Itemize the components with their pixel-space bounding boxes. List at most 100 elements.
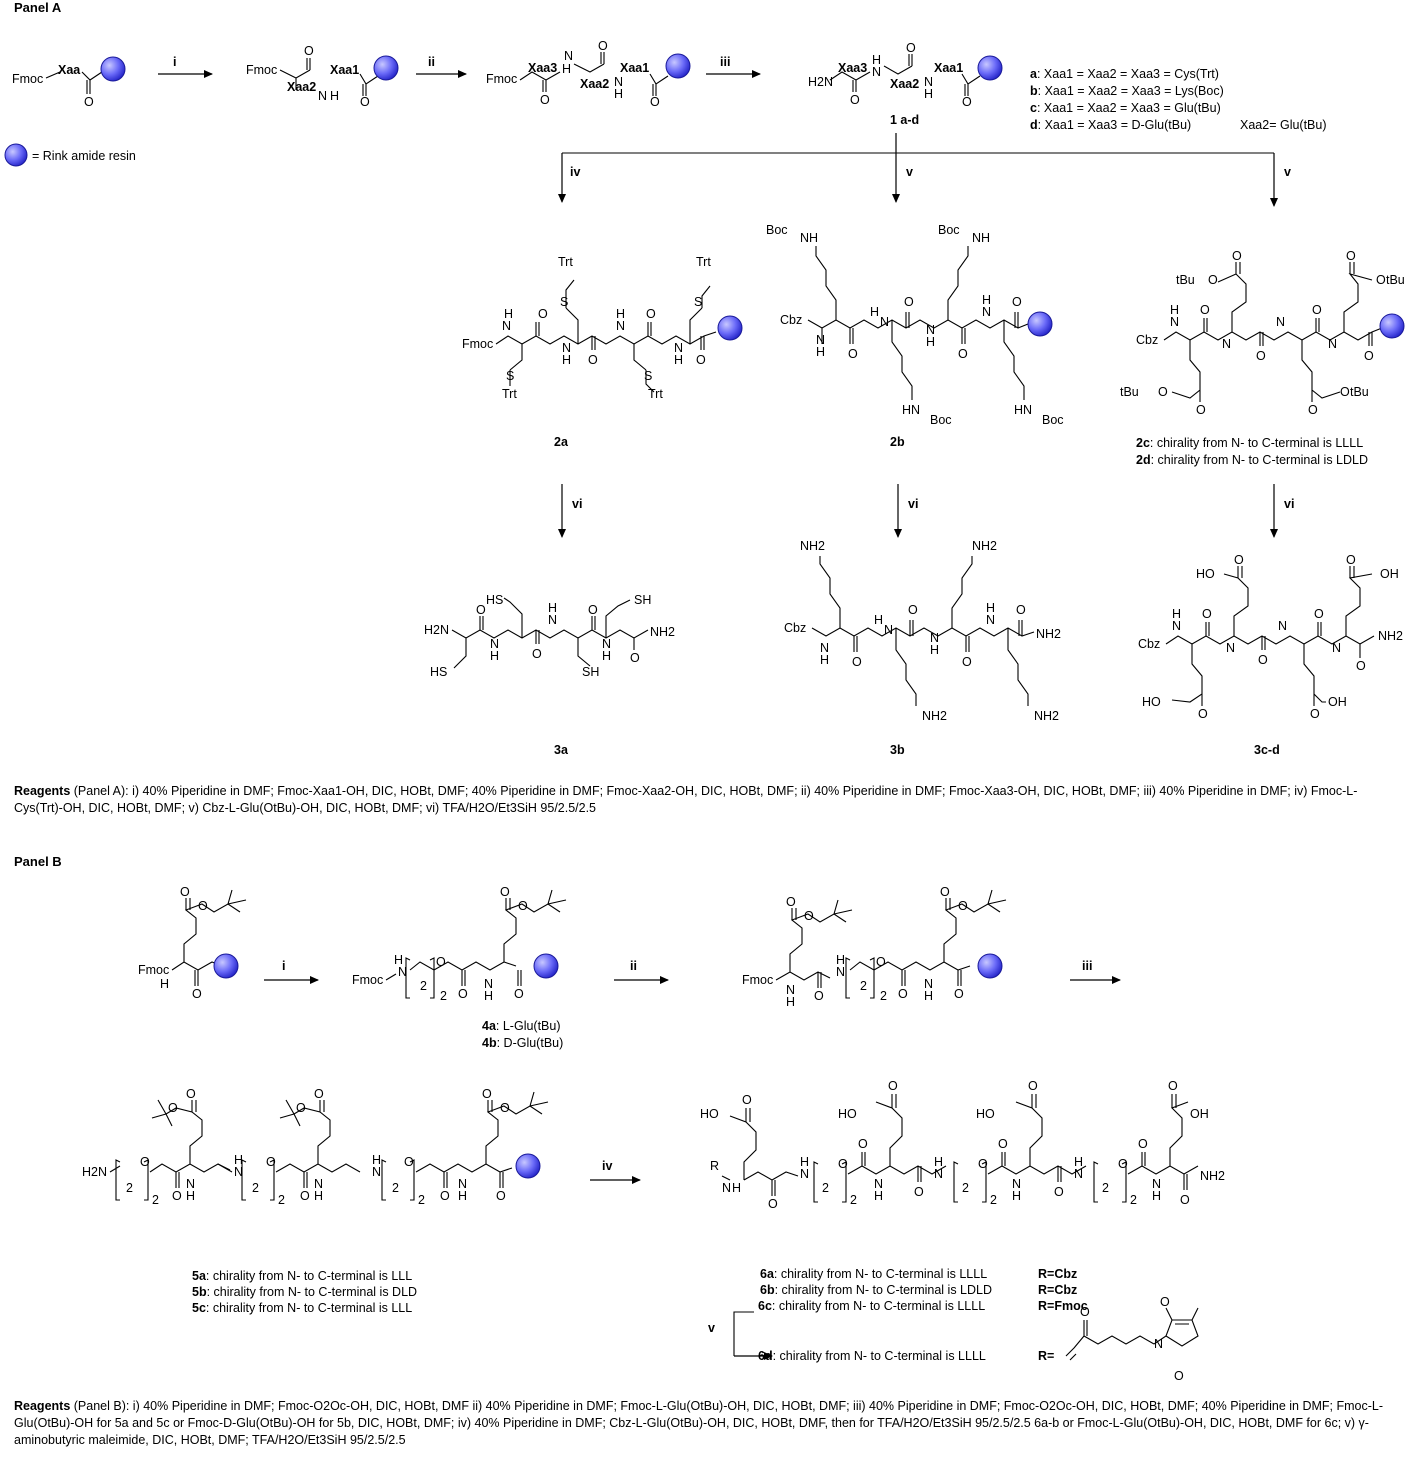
svg-text:O: O bbox=[786, 895, 796, 909]
resin-legend: = Rink amide resin bbox=[32, 149, 136, 163]
svg-text:O: O bbox=[1054, 1185, 1064, 1199]
svg-text:O: O bbox=[1312, 303, 1322, 317]
svg-text:N: N bbox=[982, 305, 991, 319]
svg-text:R=: R= bbox=[1038, 1349, 1054, 1363]
svg-text:N: N bbox=[674, 341, 683, 355]
svg-text:N: N bbox=[1226, 641, 1235, 655]
svg-text:2c: chirality from N- to C-ter: 2c: chirality from N- to C-terminal is L… bbox=[1136, 436, 1363, 450]
svg-text:H: H bbox=[602, 649, 611, 663]
svg-text:Boc: Boc bbox=[938, 223, 960, 237]
svg-text:2: 2 bbox=[822, 1181, 829, 1195]
svg-text:H: H bbox=[372, 1153, 381, 1167]
svg-text:Xaa1: Xaa1 bbox=[330, 63, 359, 77]
resin-icon bbox=[533, 953, 559, 979]
svg-text:H: H bbox=[484, 989, 493, 1003]
label-2a: 2a bbox=[554, 435, 569, 449]
svg-text:d: Xaa1 = Xaa3 = D-Glu(tBu): d: Xaa1 = Xaa3 = D-Glu(tBu) bbox=[1030, 118, 1191, 132]
svg-text:O: O bbox=[180, 885, 190, 899]
svg-text:N: N bbox=[836, 965, 845, 979]
resin-icon bbox=[977, 55, 1003, 81]
svg-text:H: H bbox=[1172, 607, 1181, 621]
svg-text:H: H bbox=[616, 307, 625, 321]
compound-2b: Boc Boc NH NH Cbz N H H N N H N H O O O … bbox=[766, 223, 1064, 449]
svg-text:O: O bbox=[1158, 385, 1168, 399]
svg-text:2: 2 bbox=[962, 1181, 969, 1195]
label-3b: 3b bbox=[890, 743, 905, 757]
svg-text:O: O bbox=[440, 1189, 450, 1203]
svg-text:H: H bbox=[924, 989, 933, 1003]
svg-text:O: O bbox=[978, 1157, 988, 1171]
svg-text:H: H bbox=[786, 995, 795, 1009]
svg-text:O: O bbox=[998, 1137, 1008, 1151]
svg-text:Fmoc: Fmoc bbox=[246, 63, 277, 77]
svg-text:2: 2 bbox=[392, 1181, 399, 1195]
svg-text:N: N bbox=[800, 1167, 809, 1181]
fmoc-label: Fmoc bbox=[12, 72, 43, 86]
svg-text:O: O bbox=[198, 899, 208, 913]
svg-text:O: O bbox=[598, 39, 608, 53]
svg-text:N: N bbox=[314, 1177, 323, 1191]
svg-text:5c: chirality from N- to C-ter: 5c: chirality from N- to C-terminal is L… bbox=[192, 1301, 412, 1315]
compound-3a: H2N HS HS SH SH N H N H N H O O O O NH2 … bbox=[424, 593, 675, 757]
resin-icon bbox=[373, 55, 399, 81]
svg-text:O: O bbox=[500, 885, 510, 899]
svg-text:tBu: tBu bbox=[1350, 385, 1369, 399]
svg-text:H: H bbox=[986, 601, 995, 615]
svg-text:N: N bbox=[562, 341, 571, 355]
svg-text:H: H bbox=[314, 1189, 323, 1203]
svg-text:O: O bbox=[1346, 553, 1356, 567]
svg-text:NH: NH bbox=[800, 231, 818, 245]
svg-text:O: O bbox=[500, 1101, 510, 1115]
svg-text:N: N bbox=[186, 1177, 195, 1191]
svg-text:N: N bbox=[1328, 337, 1337, 351]
svg-text:O: O bbox=[482, 1087, 492, 1101]
svg-text:N: N bbox=[1278, 619, 1287, 633]
svg-text:N: N bbox=[490, 637, 499, 651]
svg-text:O: O bbox=[296, 1101, 306, 1115]
svg-text:v: v bbox=[708, 1321, 715, 1335]
svg-text:H: H bbox=[872, 53, 881, 67]
panel-b-title: Panel B bbox=[14, 854, 62, 869]
svg-text:O: O bbox=[768, 1197, 778, 1211]
svg-text:Trt: Trt bbox=[558, 255, 573, 269]
svg-text:O: O bbox=[1310, 707, 1320, 721]
svg-text:N: N bbox=[816, 333, 825, 347]
svg-text:b: Xaa1 = Xaa2 = Xaa3 = Lys(Bo: b: Xaa1 = Xaa2 = Xaa3 = Lys(Boc) bbox=[1030, 84, 1224, 98]
svg-text:N: N bbox=[548, 613, 557, 627]
starting-material: Fmoc Xaa O bbox=[12, 56, 126, 109]
svg-text:O: O bbox=[804, 909, 814, 923]
svg-text:6b: chirality from N- to C-ter: 6b: chirality from N- to C-terminal is L… bbox=[760, 1283, 992, 1297]
svg-text:O: O bbox=[140, 1155, 150, 1169]
compound-3b: NH2 NH2 Cbz N H H N N H N H O O O O NH2 … bbox=[784, 539, 1061, 757]
svg-text:H: H bbox=[816, 345, 825, 359]
svg-text:2: 2 bbox=[990, 1193, 997, 1207]
svg-text:O: O bbox=[1160, 1295, 1170, 1309]
svg-text:O: O bbox=[962, 655, 972, 669]
svg-text:O: O bbox=[1118, 1157, 1128, 1171]
label-2b: 2b bbox=[890, 435, 905, 449]
svg-text:Trt: Trt bbox=[648, 387, 663, 401]
svg-text:Cbz: Cbz bbox=[1136, 333, 1158, 347]
svg-text:O: O bbox=[940, 885, 950, 899]
svg-text:2: 2 bbox=[418, 1193, 425, 1207]
svg-text:O: O bbox=[914, 1185, 924, 1199]
svg-text:N: N bbox=[1152, 1177, 1161, 1191]
svg-text:O: O bbox=[1012, 295, 1022, 309]
compound-5abc: H2N 2 2 2 2 2 2 O O O O O O O O O O O O … bbox=[82, 1087, 549, 1315]
svg-text:H: H bbox=[548, 601, 557, 615]
svg-text:H: H bbox=[820, 653, 829, 667]
svg-text:O: O bbox=[360, 95, 370, 109]
svg-text:N: N bbox=[616, 319, 625, 333]
svg-text:Xaa2: Xaa2 bbox=[580, 77, 609, 91]
svg-text:H: H bbox=[874, 1189, 883, 1203]
resin-icon bbox=[665, 53, 691, 79]
svg-text:O: O bbox=[1208, 273, 1218, 287]
svg-text:iii: iii bbox=[1082, 959, 1092, 973]
svg-text:O: O bbox=[172, 1189, 182, 1203]
compound-2a: Fmoc N H N H N H N H O O O O S Trt S Trt… bbox=[462, 255, 743, 449]
svg-text:H2N: H2N bbox=[424, 623, 449, 637]
svg-text:iv: iv bbox=[570, 165, 580, 179]
svg-text:iv: iv bbox=[602, 1159, 612, 1173]
svg-text:H: H bbox=[874, 613, 883, 627]
